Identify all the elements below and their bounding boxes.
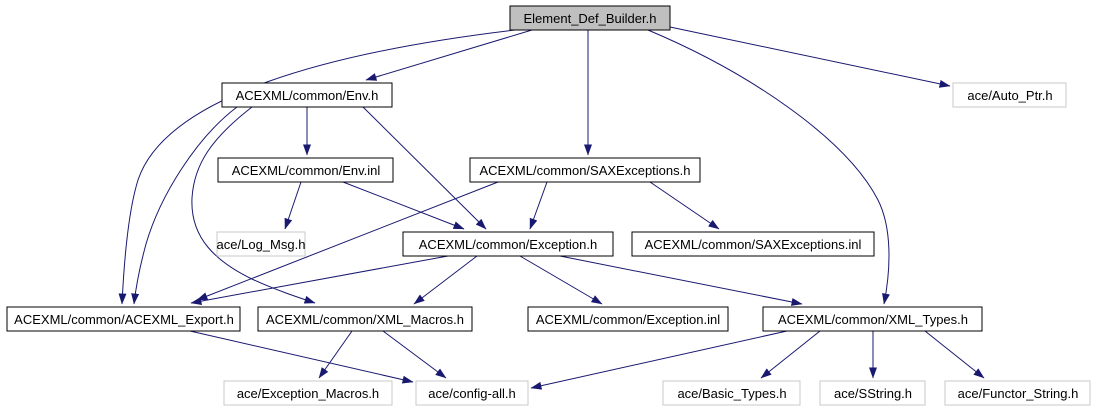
node-label: ACEXML/common/SAXExceptions.inl xyxy=(645,237,862,252)
node-label: ACEXML/common/Env.h xyxy=(236,88,379,103)
edge-xml_types-to-basic_types xyxy=(760,330,821,379)
node-env-inl[interactable]: ACEXML/common/Env.inl xyxy=(217,157,394,183)
edge-env_inl-to-log_msg xyxy=(284,181,302,230)
edge-acexml_export-to-config_all xyxy=(189,330,414,384)
edge-xml_types-to-config_all xyxy=(530,330,788,390)
node-exception-h[interactable]: ACEXML/common/Exception.h xyxy=(402,231,614,257)
node-label: ACEXML/common/XML_Types.h xyxy=(778,312,968,327)
node-label: ace/SString.h xyxy=(834,386,912,401)
node-element-def-builder[interactable]: Element_Def_Builder.h xyxy=(509,5,671,31)
node-basic-types: ace/Basic_Types.h xyxy=(662,380,801,406)
node-label: ACEXML/common/Exception.inl xyxy=(536,312,720,327)
node-label: ace/Log_Msg.h xyxy=(217,237,306,252)
edge-exception_h-to-xml_types xyxy=(559,255,803,306)
edge-xml_macros-to-config_all xyxy=(382,330,447,379)
node-env-h[interactable]: ACEXML/common/Env.h xyxy=(221,82,393,108)
edge-exception_h-to-acexml_export xyxy=(190,255,449,306)
edge-exception_h-to-xml_macros xyxy=(413,255,478,305)
node-exception-inl[interactable]: ACEXML/common/Exception.inl xyxy=(527,306,729,332)
node-exception-macros: ace/Exception_Macros.h xyxy=(223,380,393,406)
node-label: ace/Exception_Macros.h xyxy=(237,386,379,401)
edge-env_h-to-acexml_export xyxy=(131,106,238,305)
node-xml-macros[interactable]: ACEXML/common/XML_Macros.h xyxy=(257,306,473,332)
edge-element_def_builder-to-acexml_export xyxy=(118,29,516,305)
node-sstring: ace/SString.h xyxy=(819,380,926,406)
edges xyxy=(118,26,985,390)
node-label: ACEXML/common/XML_Macros.h xyxy=(266,312,464,327)
edge-saxexceptions_h-to-exception_h xyxy=(529,181,548,230)
node-label: ACEXML/common/ACEXML_Export.h xyxy=(14,312,234,327)
node-label: ace/Auto_Ptr.h xyxy=(967,88,1052,103)
node-label: ace/config-all.h xyxy=(428,386,515,401)
node-auto-ptr: ace/Auto_Ptr.h xyxy=(952,82,1067,108)
node-label: ace/Functor_String.h xyxy=(958,386,1079,401)
edge-saxexceptions_h-to-saxexceptions_inl xyxy=(649,181,720,230)
edge-env_h-to-xml_macros xyxy=(191,106,316,304)
node-log-msg: ace/Log_Msg.h xyxy=(216,231,306,257)
edge-env_inl-to-exception_h xyxy=(342,181,465,230)
edge-exception_h-to-exception_inl xyxy=(519,255,603,305)
nodes: Element_Def_Builder.h ACEXML/common/Env.… xyxy=(6,5,1091,406)
edge-saxexceptions_h-to-acexml_export xyxy=(196,181,499,301)
node-label: ACEXML/common/Env.inl xyxy=(232,163,381,178)
node-config-all: ace/config-all.h xyxy=(415,380,529,406)
node-label: ace/Basic_Types.h xyxy=(677,386,786,401)
edge-element_def_builder-to-auto_ptr xyxy=(669,26,951,88)
edge-element_def_builder-to-env_h xyxy=(365,29,533,81)
node-acexml-export[interactable]: ACEXML/common/ACEXML_Export.h xyxy=(6,306,241,332)
node-functor-string: ace/Functor_String.h xyxy=(944,380,1091,406)
node-label: ACEXML/common/SAXExceptions.h xyxy=(480,163,691,178)
node-label: Element_Def_Builder.h xyxy=(524,11,657,26)
node-label: ACEXML/common/Exception.h xyxy=(419,237,597,252)
edge-element_def_builder-to-xml_types xyxy=(647,29,890,305)
node-saxexceptions-inl[interactable]: ACEXML/common/SAXExceptions.inl xyxy=(631,231,875,257)
edge-xml_macros-to-exception_macros xyxy=(318,330,353,379)
node-xml-types[interactable]: ACEXML/common/XML_Types.h xyxy=(762,306,983,332)
edge-xml_types-to-functor_string xyxy=(924,330,985,379)
node-saxexceptions-h[interactable]: ACEXML/common/SAXExceptions.h xyxy=(469,157,701,183)
edge-env_h-to-exception_h xyxy=(362,106,487,230)
